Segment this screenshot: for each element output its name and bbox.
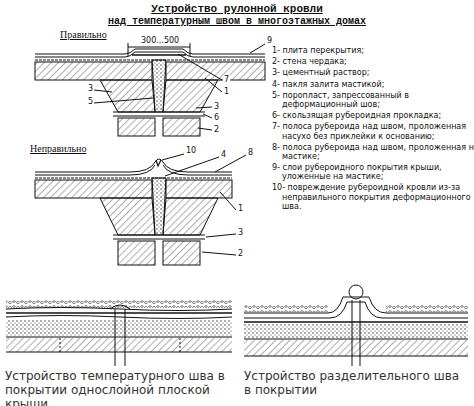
- callout-number: 2: [237, 249, 244, 258]
- legend-item: 10- повреждение рубероидной кровли из-за…: [272, 183, 474, 211]
- callout-number: 5: [87, 97, 94, 106]
- section-label: Правильно: [60, 29, 107, 41]
- title: Устройство рулонной кровли: [37, 3, 437, 16]
- legend-item: 5- поропласт, запрессованный в деформаци…: [272, 91, 474, 109]
- caption-text: Устройство разделительного шва в покрыти…: [244, 370, 470, 398]
- legend-item: 9- слои рубероидного покрытия крыши, уло…: [272, 163, 474, 181]
- callout-number: 2: [213, 125, 220, 134]
- callout-number: 6: [213, 113, 220, 122]
- callout-number: 3: [87, 84, 94, 93]
- callout-number: 1: [223, 87, 230, 96]
- legend-item: 8- полоса рубероида над швом, проложенна…: [272, 143, 474, 161]
- caption-text: Устройство температурного шва в покрытии…: [5, 370, 237, 406]
- legend-item: 3- цементный раствор;: [272, 68, 474, 77]
- callout-number: 3: [237, 228, 244, 237]
- callout-number: 1: [237, 204, 244, 213]
- subtitle: над температурным швом в многоэтажных до…: [37, 16, 437, 28]
- section-label: Неправильно: [30, 143, 86, 155]
- legend-item: 1- плита перекрытия;: [272, 46, 474, 55]
- legend-item: 2- стена чердака;: [272, 57, 474, 66]
- callout-number: 8: [247, 148, 254, 157]
- callout-number: 9: [266, 36, 273, 45]
- legend-item: 7- полоса рубероида над швом, проложенна…: [272, 122, 474, 140]
- callout-number: 10: [185, 146, 197, 155]
- callout-number: 3: [213, 102, 220, 111]
- callout-number: 7: [223, 75, 230, 84]
- legend-item: 4- пакля залита мастикой;: [272, 80, 474, 89]
- callout-number: 4: [220, 150, 227, 159]
- dimension-label: 300...500: [140, 36, 180, 45]
- legend-item: 6- скользящая рубероидная прокладка;: [272, 111, 474, 120]
